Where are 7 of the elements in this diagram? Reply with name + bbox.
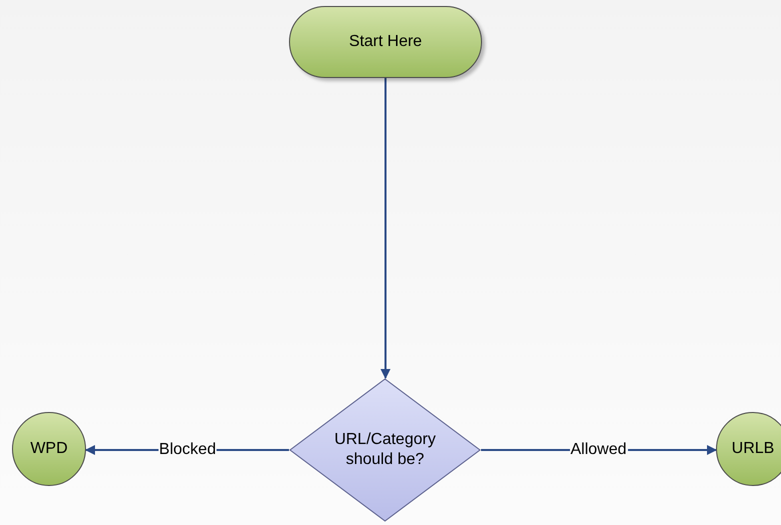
node-text: WPD: [30, 439, 68, 459]
decision-diamond: [289, 378, 481, 522]
start-terminal: [289, 6, 482, 78]
node-text: URL/Category should be?: [333, 430, 437, 470]
arrow: [380, 78, 390, 379]
node-text: Start Here: [349, 32, 422, 52]
node-text: URLB: [732, 439, 774, 459]
